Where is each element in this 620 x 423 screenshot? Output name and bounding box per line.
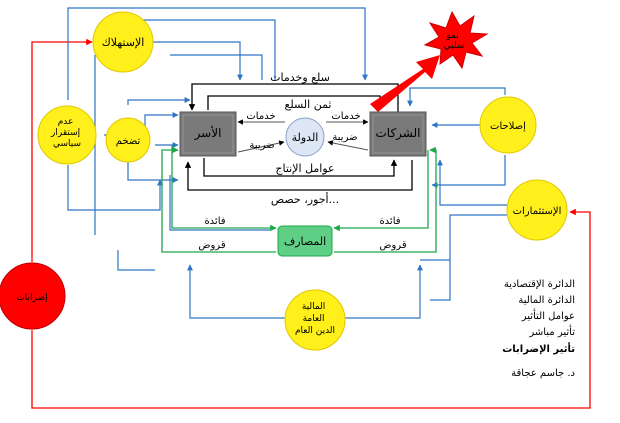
legend-direct-influence: تأثير مباشر xyxy=(528,324,575,338)
public-finance-line-1: المالية xyxy=(302,302,325,312)
instability-label: عدم إستقرار سياسي xyxy=(50,117,83,149)
firms-label: الشركات xyxy=(376,126,421,141)
flow-label-factors-of-production: عوامل الإنتاج xyxy=(275,162,334,175)
households-label: الأسر xyxy=(194,125,222,141)
investments-circle[interactable]: الإستثمارات xyxy=(506,179,568,241)
investments-label: الإستثمارات xyxy=(513,206,562,217)
negative-growth-label: نمو سلبي xyxy=(444,31,465,51)
negative-growth-line-2: سلبي xyxy=(444,41,465,51)
economic-cycle-lines xyxy=(184,83,413,191)
strikes-influence-lines xyxy=(31,38,591,409)
legend-author: د. جاسم عجاقة xyxy=(511,368,575,379)
flow-label-tax-right: ضريبة xyxy=(332,132,357,143)
legend-economic-cycle: الدائرة الإقتصادية xyxy=(504,279,575,290)
flow-label-interest-left: فائدة xyxy=(204,216,225,227)
inflation-circle[interactable]: تضخم xyxy=(105,117,151,163)
legend: الدائرة الإقتصادية الدائرة المالية عوامل… xyxy=(502,279,575,379)
public-finance-label: المالية العامة الدين العام xyxy=(295,302,335,336)
flow-label-interest-right: فائدة xyxy=(379,216,400,227)
banks-label: المصارف xyxy=(284,235,326,248)
state-circle[interactable]: الدولة xyxy=(285,117,325,157)
flow-label-goods-services: سلع وخدمات xyxy=(270,71,330,84)
inflation-label: تضخم xyxy=(116,136,141,147)
flow-label-loans-left: قروض xyxy=(198,240,225,251)
flow-label-tax-left: ضريبة xyxy=(249,140,274,151)
legend-influence-factors: عوامل التأثير xyxy=(521,308,575,322)
strikes-label: إضرابات xyxy=(16,293,47,303)
negative-growth-arrow xyxy=(370,55,440,112)
state-flow-lines xyxy=(237,119,369,153)
flow-label-services-left: خدمات xyxy=(246,111,275,122)
consumption-circle[interactable]: الإستهلاك xyxy=(92,11,154,73)
strikes-circle[interactable]: إضرابات xyxy=(0,262,66,330)
flow-label-price-of-goods: ثمن السلع xyxy=(284,98,331,111)
firms-box[interactable]: الشركات xyxy=(369,111,427,157)
instability-line-1: عدم xyxy=(58,117,74,127)
banks-box[interactable]: المصارف xyxy=(277,225,333,257)
households-box[interactable]: الأسر xyxy=(179,111,237,157)
reforms-circle[interactable]: إصلاحات xyxy=(479,96,537,154)
legend-financial-cycle: الدائرة المالية xyxy=(518,295,575,306)
consumption-label: الإستهلاك xyxy=(102,36,145,49)
public-finance-line-2: العامة xyxy=(303,314,325,324)
instability-circle[interactable]: عدم إستقرار سياسي xyxy=(37,105,97,165)
flow-label-loans-right: قروض xyxy=(379,240,406,251)
instability-line-2: إستقرار xyxy=(50,128,80,138)
instability-line-3: سياسي xyxy=(53,139,81,149)
legend-strikes-influence: تأثير الإضرابات xyxy=(502,342,575,355)
financial-cycle-lines xyxy=(161,145,437,253)
flow-label-services-right: خدمات xyxy=(331,111,360,122)
reforms-label: إصلاحات xyxy=(490,121,526,132)
negative-growth-line-1: نمو xyxy=(445,31,458,41)
public-finance-circle[interactable]: المالية العامة الدين العام xyxy=(284,289,346,351)
flow-label-wages-shares: أجور، حصص... xyxy=(271,192,339,206)
public-finance-line-3: الدين العام xyxy=(295,326,335,336)
negative-growth-star xyxy=(423,10,489,70)
state-label: الدولة xyxy=(292,131,319,144)
